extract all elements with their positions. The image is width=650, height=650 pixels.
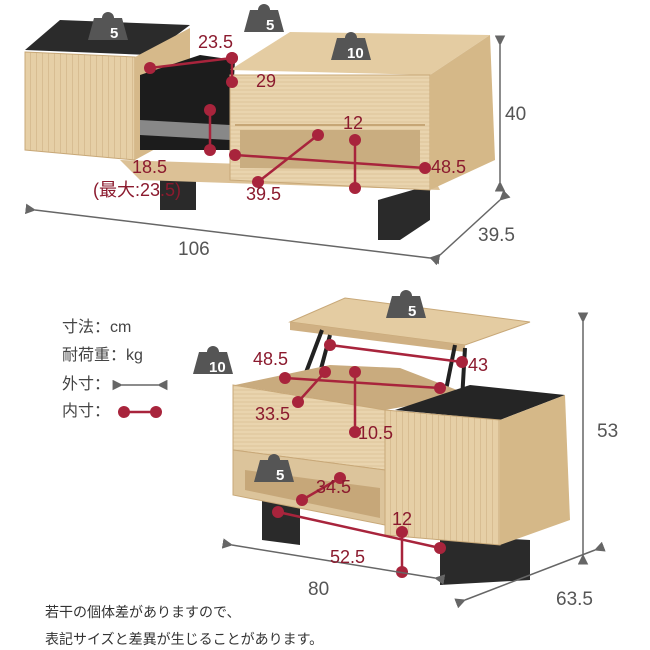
dim-shelf-height: 12 [392, 509, 413, 529]
top-table [24, 20, 495, 240]
top-leg-left [160, 175, 196, 210]
footnote-line2: 表記サイズと差異が生じることがあります。 [45, 631, 324, 647]
dim-drawer-height-max: (最大:23.5) [93, 180, 182, 200]
legend-inner-label: 内寸： [62, 403, 111, 420]
top-leg-right [378, 185, 430, 240]
bottom-external-dims [221, 312, 606, 609]
weight-icon [193, 346, 233, 374]
dim-top-shelf-depth: 39.5 [246, 184, 282, 204]
legend-symbols [112, 379, 168, 418]
weight-icon [386, 290, 426, 318]
dim-drawer-width: 23.5 [198, 32, 234, 52]
top-internal-dims [144, 52, 431, 194]
right-cabinet-top [395, 385, 565, 420]
legend-unit-size: 寸法：cm [62, 319, 132, 336]
dim-top-depth: 39.5 [478, 225, 515, 246]
legend-unit-load: 耐荷重：kg [62, 347, 143, 364]
legend-outer-label: 外寸： [62, 376, 111, 393]
weight-lift-top: 5 [408, 303, 417, 320]
dim-drawer-height: 18.5 [132, 157, 168, 177]
dim-upper-depth: 33.5 [255, 404, 291, 424]
dim-shelf-depth: 34.5 [316, 477, 352, 497]
weight-icon [244, 4, 284, 32]
dim-shelf-width: 52.5 [330, 547, 366, 567]
weight-drawer: 5 [266, 17, 275, 34]
dim-bottom-depth: 63.5 [556, 589, 593, 610]
dim-upper-width-right: 43 [468, 355, 489, 375]
dim-bottom-height: 53 [597, 421, 619, 442]
dim-drawer-depth: 29 [256, 71, 277, 91]
main-side [430, 35, 495, 190]
weight-icons [88, 4, 426, 482]
weight-icon [88, 12, 128, 40]
dim-bottom-width: 80 [308, 579, 330, 600]
dim-upper-width-left: 48.5 [253, 349, 289, 369]
right-cabinet-side [500, 395, 570, 545]
open-shelf [240, 130, 420, 170]
weight-top: 10 [347, 45, 364, 62]
side-cabinet-front [24, 51, 136, 161]
dim-top-shelf-height: 12 [343, 113, 364, 133]
weight-side-cabinet: 5 [110, 25, 119, 42]
dim-top-width: 106 [178, 239, 210, 260]
weight-upper-storage: 10 [209, 359, 226, 376]
top-external-dims [24, 35, 511, 266]
dim-top-shelf-width: 48.5 [431, 157, 467, 177]
dim-upper-height: 10.5 [358, 423, 394, 443]
weight-icon [254, 454, 294, 482]
weight-lower-shelf: 5 [276, 467, 285, 484]
dim-top-height: 40 [505, 104, 527, 125]
weight-icon [331, 32, 371, 60]
footnote-line1: 若干の個体差がありますので、 [45, 604, 241, 620]
